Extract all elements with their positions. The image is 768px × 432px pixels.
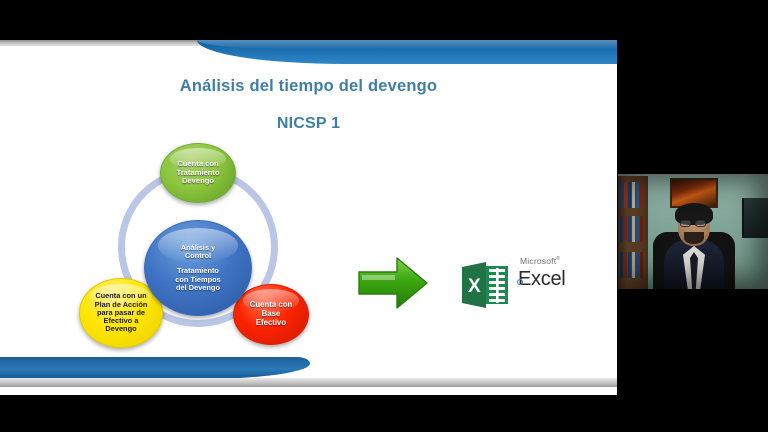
excel-brand-text: Microsoft <box>520 256 557 266</box>
slide-subtitle: NICSP 1 <box>276 115 341 132</box>
yellow-bubble-line-1: Cuenta con un <box>95 291 147 301</box>
slide-top-banner <box>197 40 617 64</box>
cycle-diagram: Cuenta con Tratamiento Devengo Cuenta co… <box>78 143 330 373</box>
red-bubble-line-1: Cuenta con <box>249 300 293 310</box>
yellow-bubble-line-3: para pasar de <box>96 307 146 317</box>
slide-bottom-bevel <box>0 378 617 387</box>
center-bubble: Análisis y Control Tratamiento con Tiemp… <box>144 220 252 316</box>
yellow-bubble-line-4: Efectivo a <box>103 316 139 326</box>
center-bubble-line-1: Análisis y <box>180 242 216 252</box>
center-bubble-line-2: Control <box>184 251 212 261</box>
green-right-arrow-icon <box>355 254 431 312</box>
video-person-hair <box>675 203 713 225</box>
center-bubble-line-3: Tratamiento <box>177 266 219 276</box>
excel-icon: X <box>460 259 512 311</box>
video-books-row <box>620 182 646 208</box>
excel-accent-dot-icon <box>517 279 523 285</box>
green-bubble-line-1: Cuenta con <box>177 159 219 169</box>
video-television <box>742 198 768 238</box>
participant-video-tile[interactable] <box>618 170 768 289</box>
yellow-bubble-label: Cuenta con un Plan de Acción para pasar … <box>91 292 152 333</box>
green-bubble-line-3: Devengo <box>181 176 215 186</box>
presentation-slide: Análisis del tiempo del devengo NICSP 1 … <box>0 40 617 395</box>
red-bubble-label: Cuenta con Base Efectivo <box>246 301 296 327</box>
video-person-tie <box>690 252 698 289</box>
slide-top-banner-shine <box>197 40 617 49</box>
center-bubble-line-4: con Tiempos <box>175 274 221 284</box>
video-bookshelf <box>618 176 648 289</box>
video-books-row <box>620 252 646 278</box>
red-bubble-line-2: Base <box>261 309 281 319</box>
center-bubble-line-5: del Devengo <box>176 282 220 292</box>
excel-product-label: Excel <box>518 267 566 290</box>
green-bubble-label: Cuenta con Tratamiento Devengo <box>172 159 223 186</box>
slide-title: Análisis del tiempo del devengo <box>179 77 438 95</box>
video-books-row <box>620 216 646 242</box>
excel-registered-mark: ® <box>556 256 561 263</box>
green-bubble-line-2: Tratamiento <box>176 167 220 177</box>
video-person-glasses-left <box>680 220 691 227</box>
green-bubble: Cuenta con Tratamiento Devengo <box>160 143 236 203</box>
video-person-beard <box>684 232 704 244</box>
microsoft-excel-logo: X Microsoft® Excel <box>460 255 580 317</box>
excel-wordmark: Microsoft® Excel <box>517 257 598 290</box>
slide-bottom-banner <box>0 357 310 379</box>
excel-brand-label: Microsoft® <box>520 257 598 266</box>
video-top-letterbox <box>618 170 768 174</box>
video-vignette <box>618 170 768 289</box>
video-person-glasses-right <box>695 220 706 227</box>
svg-text:X: X <box>468 276 481 297</box>
yellow-bubble-line-5: Devengo <box>105 324 137 334</box>
red-bubble-line-3: Efectivo <box>255 317 287 327</box>
center-bubble-label: Análisis y Control Tratamiento con Tiemp… <box>171 242 224 292</box>
yellow-bubble-line-2: Plan de Acción <box>94 299 148 309</box>
red-bubble: Cuenta con Base Efectivo <box>233 284 309 345</box>
